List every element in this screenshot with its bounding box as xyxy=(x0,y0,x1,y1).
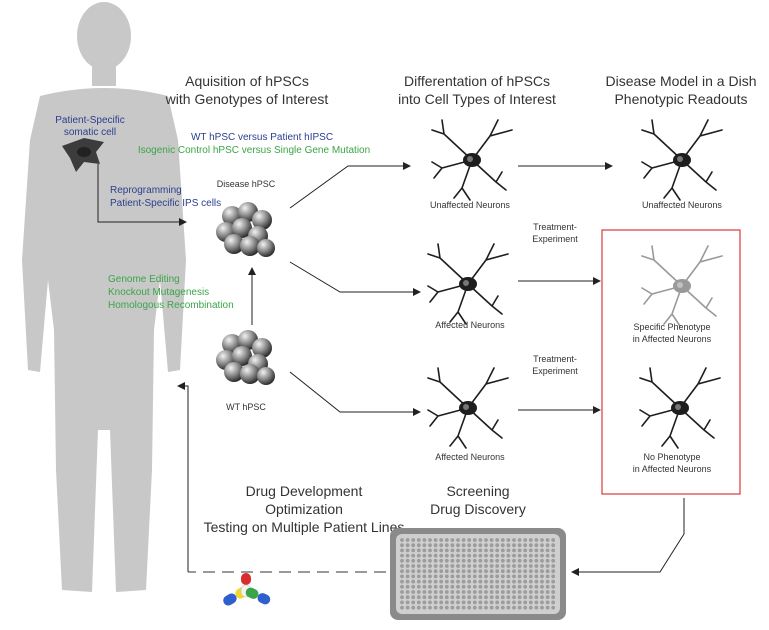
label-reprogramming-line2: Patient-Specific IPS cells xyxy=(110,198,221,209)
label-disease-hpsc: Disease hPSC xyxy=(217,179,276,189)
label-specific-phenotype-line1: Specific Phenotype xyxy=(633,322,710,332)
label-treatment-2b: Experiment xyxy=(532,366,578,376)
label-treatment-2a: Treatment- xyxy=(533,354,577,364)
label-reprogramming-line1: Reprogramming xyxy=(110,185,182,196)
specific-phenotype-neuron-icon xyxy=(641,245,723,327)
arrow-drug-to-patient xyxy=(177,382,189,572)
label-wt-hpsc: WT hPSC xyxy=(226,402,266,412)
affected-neuron-icon-top xyxy=(427,243,509,325)
label-unaffected-neurons-b: Unaffected Neurons xyxy=(642,200,722,210)
heading-disease-model-line1: Disease Model in a Dish xyxy=(606,73,757,89)
label-homologous: Homologous Recombination xyxy=(108,300,234,311)
affected-neuron-icon-bottom xyxy=(427,367,509,449)
heading-screening-line2: Drug Discovery xyxy=(430,501,526,517)
label-no-phenotype-line1: No Phenotype xyxy=(643,452,700,462)
phenotype-highlight-box xyxy=(601,229,741,495)
label-no-phenotype-line2: in Affected Neurons xyxy=(633,464,712,474)
no-phenotype-neuron-icon xyxy=(639,367,721,449)
arrow-disease-to-affected xyxy=(289,261,421,296)
somatic-cell-icon xyxy=(62,138,104,172)
heading-acquisition-line2: with Genotypes of Interest xyxy=(165,91,329,107)
heading-differentiation-line1: Differentation of hPSCs xyxy=(404,73,550,89)
label-affected-neurons-a: Affected Neurons xyxy=(435,320,505,330)
wt-hpsc-cluster-icon xyxy=(216,330,275,385)
heading-screening-line1: Screening xyxy=(446,483,509,499)
label-knockout: Knockout Mutagenesis xyxy=(108,287,209,298)
human-silhouette xyxy=(22,2,186,592)
arrow-disease-to-unaffected xyxy=(289,162,411,209)
label-patient-cell-line1: Patient-Specific xyxy=(55,115,124,126)
label-treatment-1b: Experiment xyxy=(532,234,578,244)
heading-drug-dev-line1: Drug Development xyxy=(246,483,363,499)
heading-drug-dev-line2: Optimization xyxy=(265,501,343,517)
disease-hpsc-cluster-icon xyxy=(216,202,275,257)
label-specific-phenotype-line2: in Affected Neurons xyxy=(633,334,712,344)
unaffected-neuron-readout-icon xyxy=(641,119,723,201)
multiwell-plate-icon xyxy=(390,528,566,620)
pills-icon xyxy=(223,573,271,606)
unaffected-neuron-icon xyxy=(431,119,513,201)
label-isogenic: Isogenic Control hPSC versus Single Gene… xyxy=(138,145,370,156)
heading-acquisition-line1: Aquisition of hPSCs xyxy=(185,73,309,89)
heading-differentiation-line2: into Cell Types of Interest xyxy=(398,91,556,107)
label-genome-editing: Genome Editing xyxy=(108,274,180,285)
heading-drug-dev-line3: Testing on Multiple Patient Lines xyxy=(204,519,405,535)
heading-disease-model-line2: Phenotypic Readouts xyxy=(614,91,747,107)
label-unaffected-neurons-a: Unaffected Neurons xyxy=(430,200,510,210)
arrow-readout-to-screening xyxy=(571,498,685,576)
arrow-wt-to-affected xyxy=(289,371,421,416)
label-patient-cell-line2: somatic cell xyxy=(64,127,116,138)
label-wt-vs-patient: WT hPSC versus Patient hIPSC xyxy=(191,132,333,143)
label-affected-neurons-b: Affected Neurons xyxy=(435,452,505,462)
arrow-reprogramming xyxy=(97,164,187,226)
label-treatment-1a: Treatment- xyxy=(533,222,577,232)
